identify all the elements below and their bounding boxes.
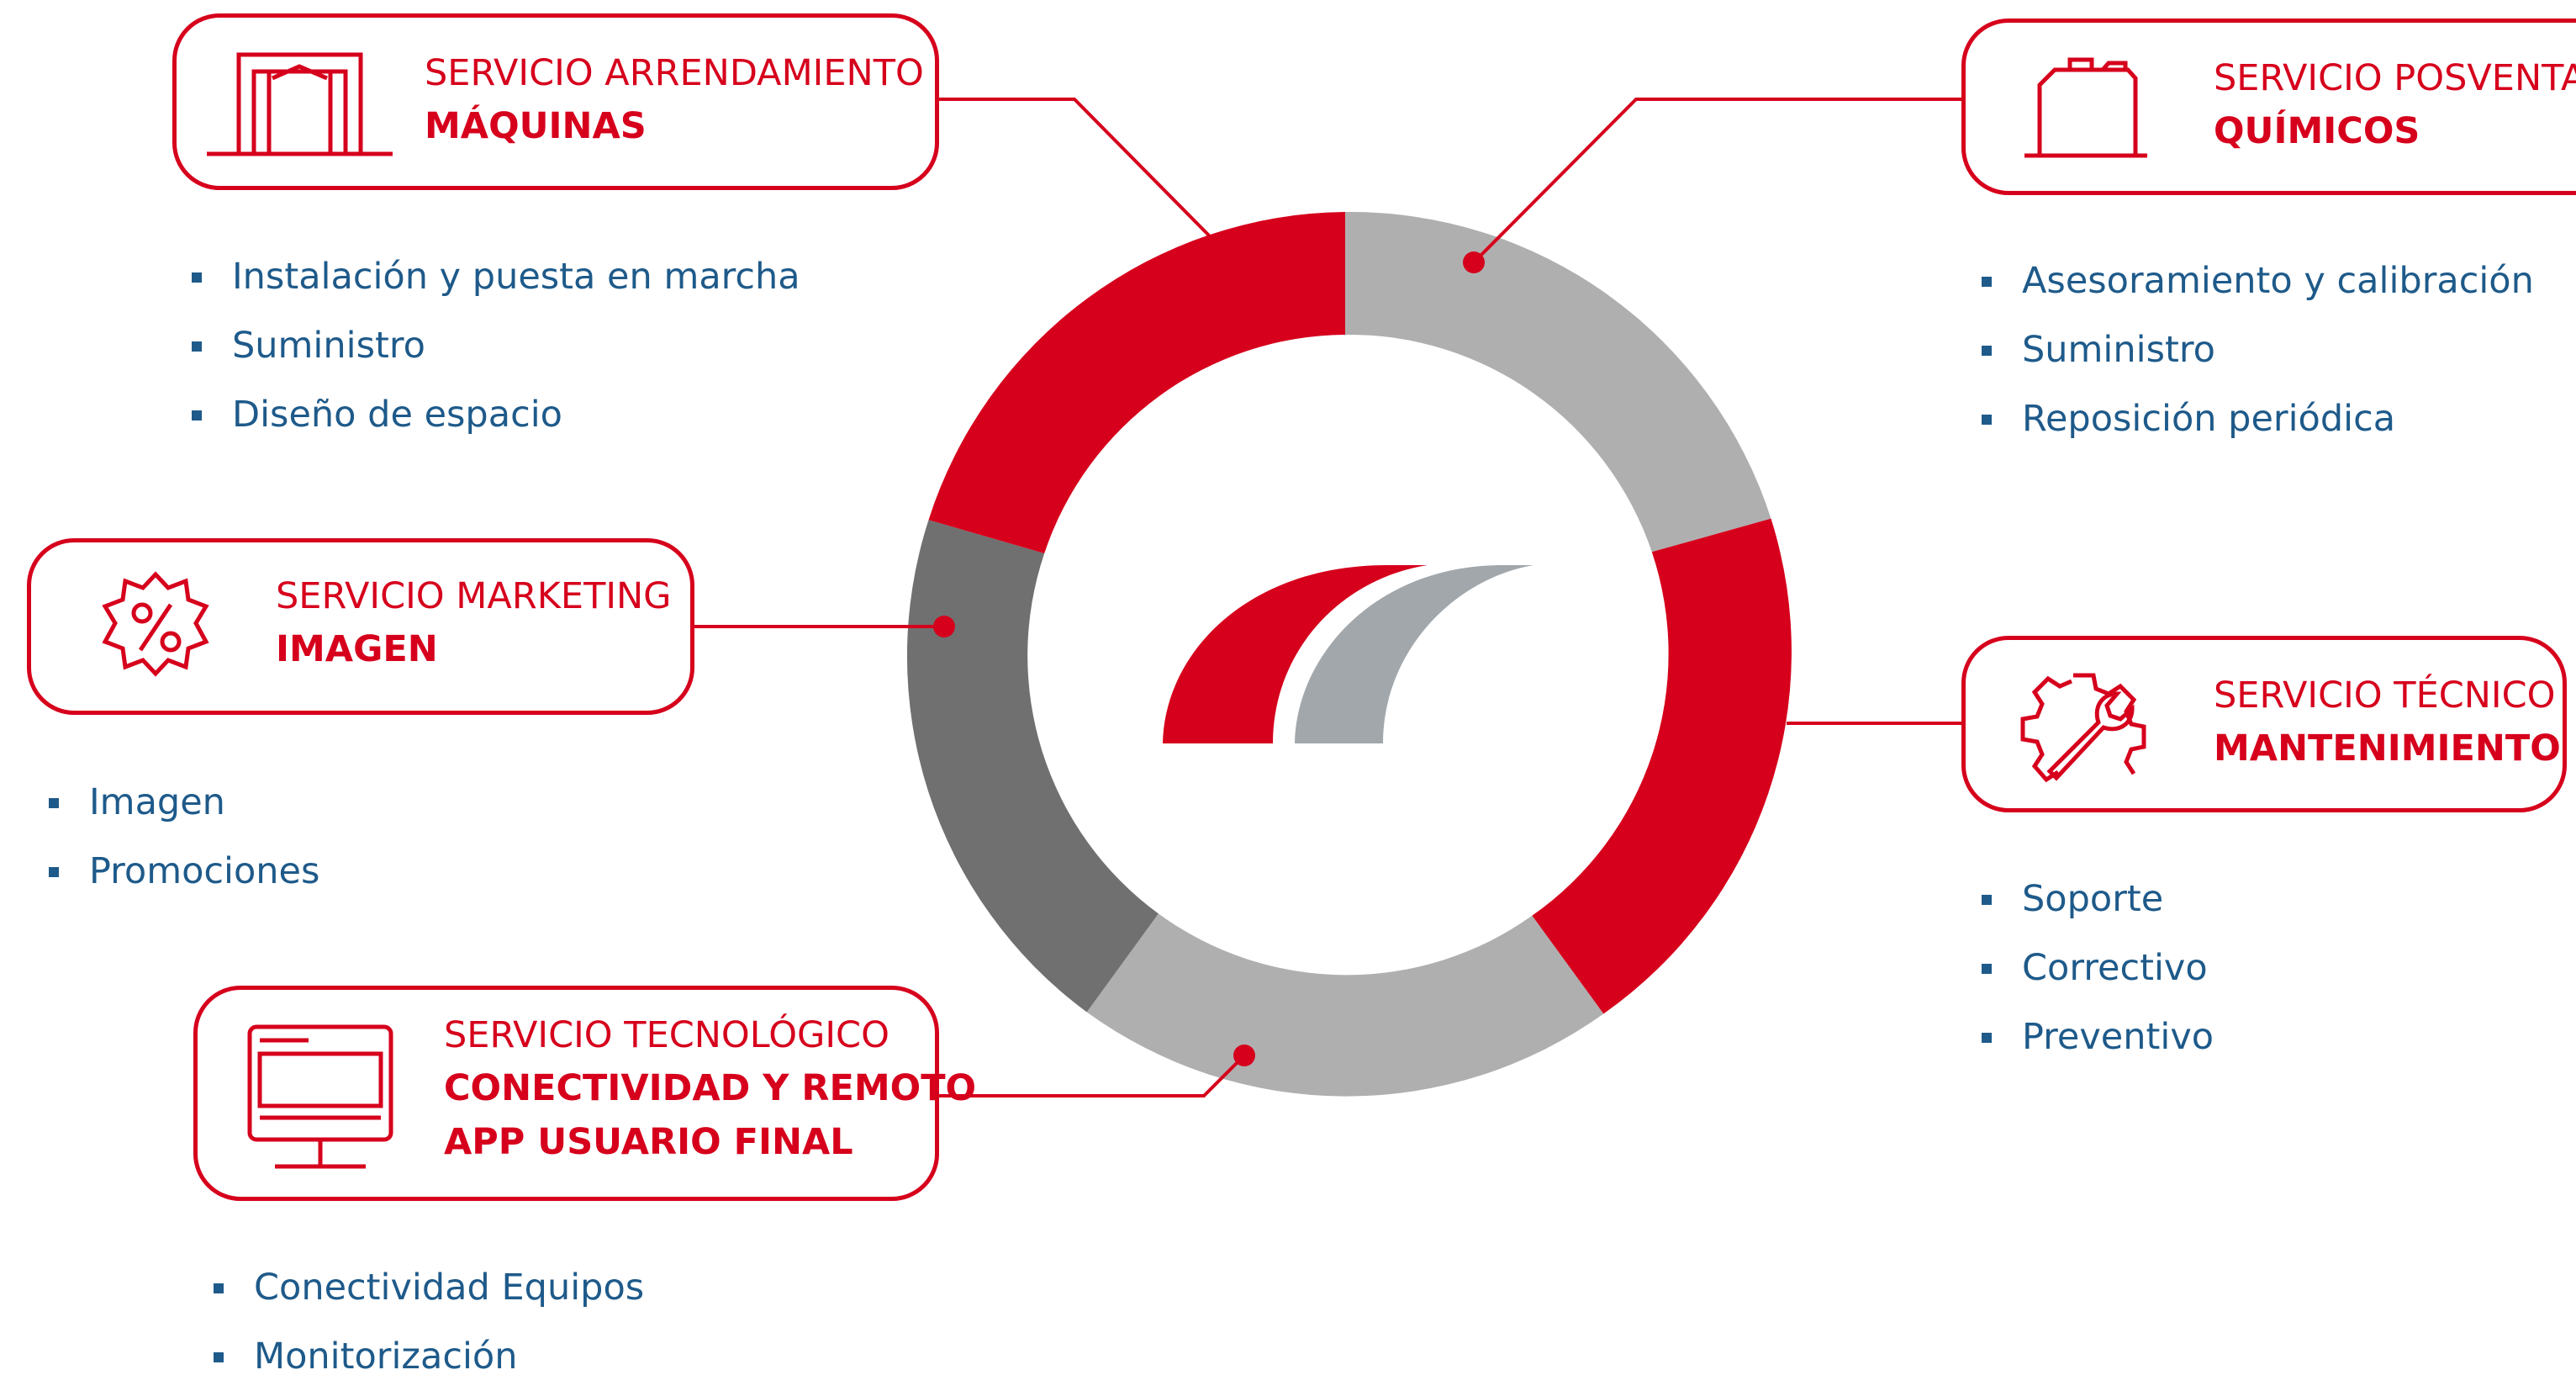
list-item: Diseño de espacio [192, 380, 800, 449]
service-title: SERVICIO ARRENDAMIENTO [425, 52, 924, 94]
connector-posventa [1472, 98, 1965, 264]
gear-wrench-icon [2016, 664, 2151, 793]
logo-gray-arch [1295, 565, 1533, 743]
service-subtitle-secondary: APP USUARIO FINAL [444, 1120, 853, 1163]
service-subtitle: MANTENIMIENTO [2214, 727, 2561, 770]
center-logo [1163, 565, 1533, 743]
service-subtitle: MÁQUINAS [425, 105, 647, 148]
list-item: Imagen [49, 768, 319, 837]
service-title: SERVICIO TÉCNICO [2214, 674, 2556, 717]
connectors [691, 98, 1965, 1097]
ring-segment-tecnico [1532, 518, 1792, 1014]
list-item: Suministro [192, 311, 800, 380]
service-subtitle: IMAGEN [276, 628, 438, 671]
ring-segment-tecnologico [1086, 913, 1604, 1097]
list-item: Conectividad Equipos [214, 1253, 644, 1322]
service-title: SERVICIO MARKETING [276, 575, 672, 617]
ring [906, 211, 1792, 1097]
monitor-icon [245, 1023, 396, 1178]
connector-tecnologico [936, 1054, 1246, 1097]
list-item: Reposición periódica [1982, 384, 2534, 453]
dot-tecnologico [1233, 1045, 1255, 1066]
ring-segment-arrendamiento [928, 212, 1345, 553]
list-item: Soporte [1982, 865, 2214, 934]
service-box-arrendamiento[interactable]: SERVICIO ARRENDAMIENTO MÁQUINAS [172, 13, 939, 190]
list-item: Correctivo [1982, 934, 2214, 1002]
canister-icon [2023, 56, 2149, 169]
percent-badge-icon [97, 569, 214, 690]
ring-segment-posventa [1345, 211, 1771, 553]
list-item: Instalación y puesta en marcha [192, 242, 800, 311]
machine-frame-icon [205, 50, 394, 162]
list-item: Monitorización [214, 1322, 644, 1391]
list-posventa: Asesoramiento y calibración Suministro R… [1982, 246, 2534, 453]
service-title: SERVICIO TECNOLÓGICO [444, 1014, 889, 1056]
ring-segment-marketing [906, 520, 1159, 1013]
list-item: Preventivo [1982, 1002, 2214, 1071]
service-box-posventa[interactable]: SERVICIO POSVENTA QUÍMICOS [1961, 19, 2576, 195]
list-item: Promociones [49, 837, 319, 906]
list-item: Suministro [1982, 315, 2534, 384]
service-subtitle: CONECTIVIDAD Y REMOTO [444, 1067, 977, 1110]
service-box-marketing[interactable]: SERVICIO MARKETING IMAGEN [27, 538, 694, 715]
service-box-tecnologico[interactable]: SERVICIO TECNOLÓGICO CONECTIVIDAD Y REMO… [193, 986, 976, 1201]
list-arrendamiento: Instalación y puesta en marcha Suministr… [192, 242, 800, 449]
logo-red-arch [1163, 565, 1428, 743]
list-item: Asesoramiento y calibración [1982, 246, 2534, 315]
dot-marketing [933, 616, 955, 637]
service-title: SERVICIO POSVENTA [2214, 57, 2576, 99]
dot-posventa [1463, 251, 1485, 273]
connector-arrendamiento [936, 98, 1211, 237]
list-tecnologico: Conectividad Equipos Monitorización [214, 1253, 644, 1391]
service-subtitle: QUÍMICOS [2214, 110, 2420, 153]
service-box-tecnico[interactable]: SERVICIO TÉCNICO MANTENIMIENTO [1961, 636, 2567, 812]
list-tecnico: Soporte Correctivo Preventivo [1982, 865, 2214, 1071]
list-marketing: Imagen Promociones [49, 768, 319, 906]
connector-dots [933, 251, 1485, 1066]
